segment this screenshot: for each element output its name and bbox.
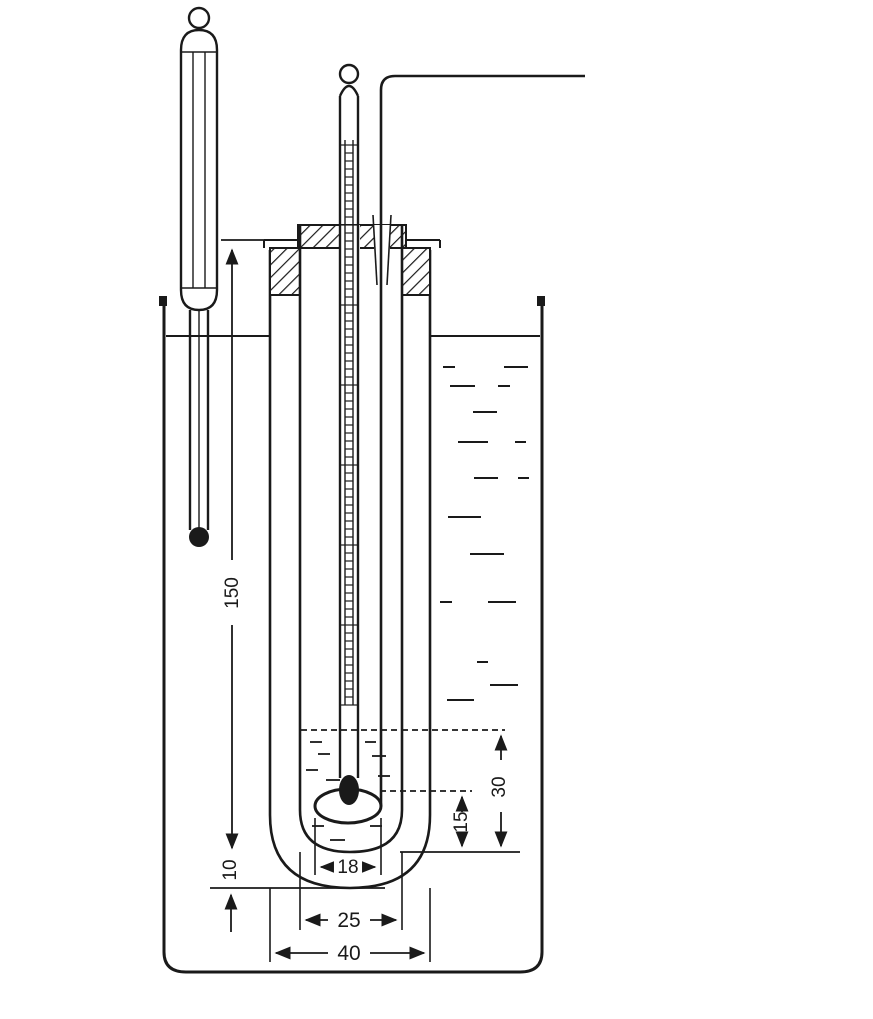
inner-test-tube (298, 225, 404, 854)
cork-stoppers (269, 224, 431, 296)
dimension-label-150: 150 (222, 577, 243, 609)
dimension-30: 30 (400, 729, 520, 853)
dimension-150: 150 (221, 239, 264, 850)
dimension-label-15: 15 (451, 811, 472, 832)
dimension-label-25: 25 (337, 909, 360, 932)
stirrer-wire (372, 74, 585, 806)
dimension-label-40: 40 (337, 942, 360, 965)
bath-liquid (166, 335, 540, 701)
dimension-10: 10 (210, 859, 385, 932)
dimension-label-18: 18 (337, 857, 358, 878)
outer-bath (159, 296, 545, 974)
bath-thermometer (179, 6, 219, 547)
dimension-40: 40 (269, 888, 431, 965)
dimension-label-10: 10 (220, 859, 241, 880)
sample-liquid (301, 729, 401, 841)
dimension-label-30: 30 (489, 776, 510, 797)
main-thermometer (338, 63, 360, 805)
dimension-15: 15 (380, 790, 472, 848)
dimension-18: 18 (314, 818, 382, 878)
dimension-25: 25 (299, 852, 403, 932)
